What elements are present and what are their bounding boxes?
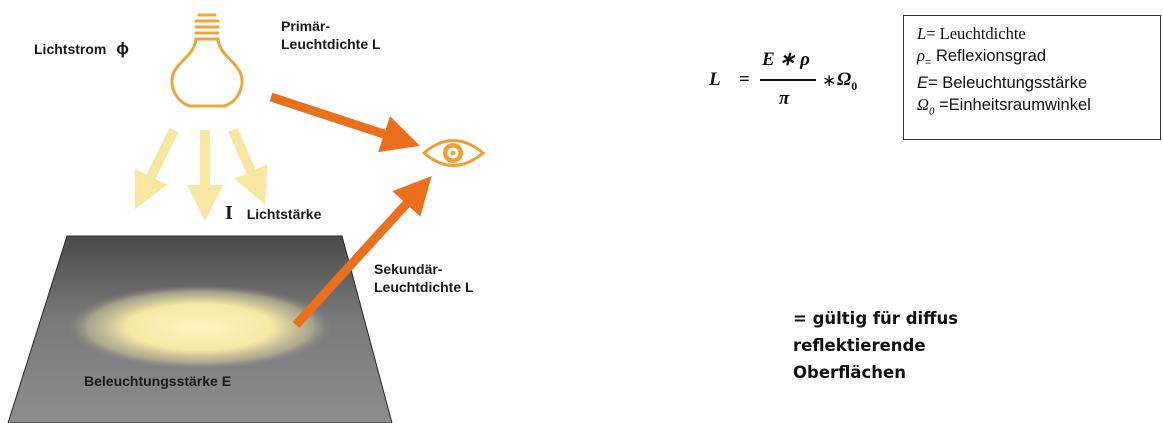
legend-separator: = xyxy=(934,96,948,114)
legend-text: Leuchtdichte xyxy=(936,24,1026,43)
secondary-luminance-label: Sekundär- Leuchtdichte L xyxy=(374,260,474,296)
omega-subscript: 0 xyxy=(851,79,857,93)
formula-omega: Ω0 xyxy=(837,69,857,94)
legend-row-reflectance: ρ= Reflexionsgrad xyxy=(917,45,1160,73)
symbol-legend: L= Leuchtdichte ρ= Reflexionsgrad E= Bel… xyxy=(903,15,1161,140)
legend-row-solid-angle: Ω0 =Einheitsraumwinkel xyxy=(917,94,1160,122)
validity-note: = gültig für diffus reflektierende Oberf… xyxy=(793,305,958,386)
light-bulb-icon xyxy=(172,15,242,106)
light-rays xyxy=(143,130,258,203)
validity-note-line2: reflektierende xyxy=(793,332,958,359)
luminous-flux-label: Lichtstrom ϕ xyxy=(34,40,129,58)
legend-text: Einheitsraumwinkel xyxy=(949,96,1091,114)
primary-luminance-line1: Primär- xyxy=(281,17,381,35)
luminous-flux-text: Lichtstrom xyxy=(34,41,106,57)
legend-symbol: L xyxy=(917,24,926,43)
legend-row-illuminance: E= Beleuchtungsstärke xyxy=(917,73,1160,94)
intensity-symbol: I xyxy=(225,202,233,224)
luminance-formula: L = E ∗ ρ π ∗ Ω0 xyxy=(709,44,879,114)
phi-symbol: ϕ xyxy=(116,39,129,58)
formula-lhs: L xyxy=(709,69,721,91)
eye-icon xyxy=(424,141,483,166)
primary-luminance-label: Primär- Leuchtdichte L xyxy=(281,17,381,53)
illuminance-label: Beleuchtungsstärke E xyxy=(84,372,231,390)
legend-text: Beleuchtungsstärke xyxy=(938,74,1088,92)
primary-luminance-line2: Leuchtdichte L xyxy=(281,35,381,53)
omega-symbol: Ω xyxy=(837,69,851,90)
formula-denominator: π xyxy=(779,88,789,110)
legend-separator: = xyxy=(926,24,935,43)
primary-luminance-arrow xyxy=(271,97,402,140)
fraction-bar xyxy=(760,79,816,81)
legend-symbol: E xyxy=(917,74,928,92)
secondary-luminance-line2: Leuchtdichte L xyxy=(374,278,474,296)
formula-equals: = xyxy=(739,69,750,91)
legend-symbol: ρ xyxy=(917,46,925,65)
secondary-luminance-line1: Sekundär- xyxy=(374,260,474,278)
validity-note-line1: = gültig für diffus xyxy=(793,305,958,332)
formula-times: ∗ xyxy=(822,71,836,91)
validity-note-line3: Oberflächen xyxy=(793,359,958,386)
legend-separator: = xyxy=(928,74,938,92)
legend-symbol: Ω xyxy=(917,95,929,114)
luminous-intensity-label: I Lichtstärke xyxy=(225,204,321,223)
legend-text: Reflexionsgrad xyxy=(931,47,1046,65)
legend-row-luminance: L= Leuchtdichte xyxy=(917,23,1160,45)
luminous-intensity-text: Lichtstärke xyxy=(247,206,322,222)
formula-numerator: E ∗ ρ xyxy=(762,48,810,71)
illumination-glow xyxy=(68,285,332,369)
